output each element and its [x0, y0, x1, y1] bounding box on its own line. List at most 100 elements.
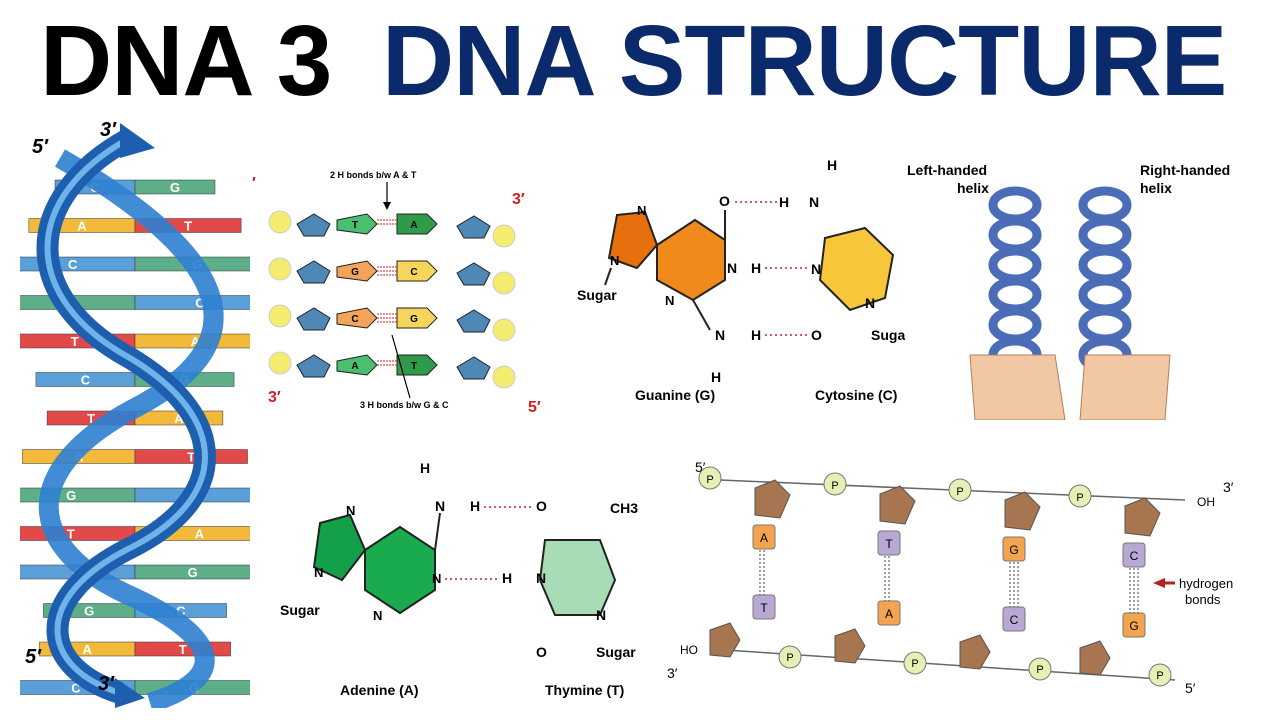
helix-base-left-label: G — [84, 604, 94, 619]
phosphate-top — [1068, 484, 1092, 508]
helix-base-left-label: T — [87, 411, 95, 426]
coil-turn — [988, 246, 1042, 284]
title-part2: DNA STRUCTURE — [382, 5, 1227, 117]
strands-end-bottom-right: 5′ — [528, 399, 541, 416]
svg-text:3′: 3′ — [1223, 479, 1234, 495]
rung-base-right: C — [410, 267, 417, 278]
phosphate-right — [492, 224, 516, 248]
left-hand — [969, 354, 1066, 420]
base-right — [396, 307, 438, 329]
phosphate-label: P — [911, 658, 918, 670]
base-left — [336, 354, 378, 376]
svg-text:H: H — [470, 498, 480, 514]
svg-text:O: O — [811, 327, 822, 343]
helix-base-right-label: C — [195, 296, 205, 311]
svg-text:O: O — [536, 644, 547, 660]
phosphate-label: P — [786, 652, 793, 664]
label-bottom-bonds: 3 H bonds b/w G & C — [360, 400, 449, 410]
helix-base-right-label: G — [170, 180, 180, 195]
svg-text:N: N — [809, 194, 819, 210]
svg-text:5′: 5′ — [1185, 680, 1196, 696]
svg-text:N: N — [811, 261, 821, 277]
label-left-line1: Left-handed — [907, 162, 987, 178]
coil-turn — [1078, 246, 1132, 284]
phosphate-bottom — [1148, 663, 1172, 687]
base-top — [752, 524, 776, 550]
sugar-bottom — [709, 622, 741, 658]
base-top-label: G — [1009, 543, 1018, 557]
helix-base-left — [20, 487, 136, 503]
helix-base-right-label: T — [187, 450, 195, 465]
phosphate-left — [268, 257, 292, 281]
helix-base-left-label: T — [71, 334, 79, 349]
helix-base-left-label: C — [68, 257, 78, 272]
helix-base-right — [134, 179, 216, 195]
svg-text:N: N — [637, 203, 646, 218]
svg-text:hydrogen: hydrogen — [1179, 576, 1233, 591]
svg-text:N: N — [314, 565, 323, 580]
sugar-left — [296, 307, 331, 331]
rung-base-left: T — [352, 220, 358, 231]
phosphate-label: P — [1156, 670, 1163, 682]
sugar-top — [1124, 497, 1161, 537]
sugar-top — [754, 479, 791, 519]
base-top — [1002, 536, 1026, 562]
helix-base-left-label: G — [66, 488, 76, 503]
helix-end-bottom-right: 3′ — [98, 673, 115, 695]
strands-end-bottom-left: 3′ — [268, 389, 281, 406]
base-left — [336, 307, 378, 329]
helix-end-top-left: 5′ — [32, 136, 49, 158]
svg-text:N: N — [596, 607, 606, 623]
phosphate-right — [492, 318, 516, 342]
base-bottom-label: C — [1010, 613, 1019, 627]
svg-text:H: H — [420, 460, 430, 476]
label-right-line2: helix — [1140, 180, 1172, 196]
svg-text:N: N — [536, 570, 546, 586]
sugar-right — [456, 215, 491, 239]
svg-text:N: N — [865, 295, 875, 311]
coil-turn — [988, 306, 1042, 344]
phosphate-top — [823, 472, 847, 496]
label-thymine: Thymine (T) — [545, 682, 624, 698]
svg-text:H: H — [827, 157, 837, 173]
guanine-five-ring — [607, 210, 659, 270]
helix-base-right-label: A — [195, 527, 205, 542]
coil-turn — [1078, 306, 1132, 344]
helix-base-right-label: T — [179, 642, 187, 657]
label-right-line1: Right-handed — [1140, 162, 1230, 178]
phosphate-left — [268, 210, 292, 234]
thymine-ring — [538, 539, 617, 616]
helix-base-right-label: A — [174, 411, 184, 426]
phosphate-right — [492, 271, 516, 295]
base-right — [396, 260, 438, 282]
helix-base-right — [134, 295, 250, 310]
svg-text:O: O — [719, 193, 730, 209]
sugar-bottom — [959, 634, 991, 670]
sugar-left — [296, 213, 331, 237]
phosphate-left — [268, 351, 292, 375]
svg-text:HO: HO — [680, 643, 698, 657]
svg-text:N: N — [665, 293, 674, 308]
helix-base-right — [134, 564, 250, 580]
svg-text:CH3: CH3 — [610, 500, 638, 516]
at-base-pair-diagram: N N Sugar N N N H H H O N CH3 O N Sugar … — [280, 460, 638, 698]
sugar-bottom — [1079, 640, 1111, 676]
svg-text:H: H — [751, 260, 761, 276]
helix-arrow-bottom — [115, 678, 145, 708]
sugar-left — [296, 354, 331, 378]
title-part1: DNA 3 — [40, 5, 332, 117]
svg-text:N: N — [610, 253, 619, 268]
base-top-label: T — [885, 537, 893, 551]
arrow-bottom-bonds — [391, 334, 411, 399]
base-bottom-label: A — [885, 607, 893, 621]
base-right — [396, 354, 438, 376]
label-guanine: Guanine (G) — [635, 387, 715, 403]
helix-base-left-label: T — [67, 527, 75, 542]
coil-turn — [1078, 216, 1132, 254]
phosphate-bottom — [778, 645, 802, 669]
helix-base-right-label: G — [188, 565, 198, 580]
helix-strand-highlight — [44, 135, 208, 696]
base-bottom-label: T — [760, 601, 768, 615]
